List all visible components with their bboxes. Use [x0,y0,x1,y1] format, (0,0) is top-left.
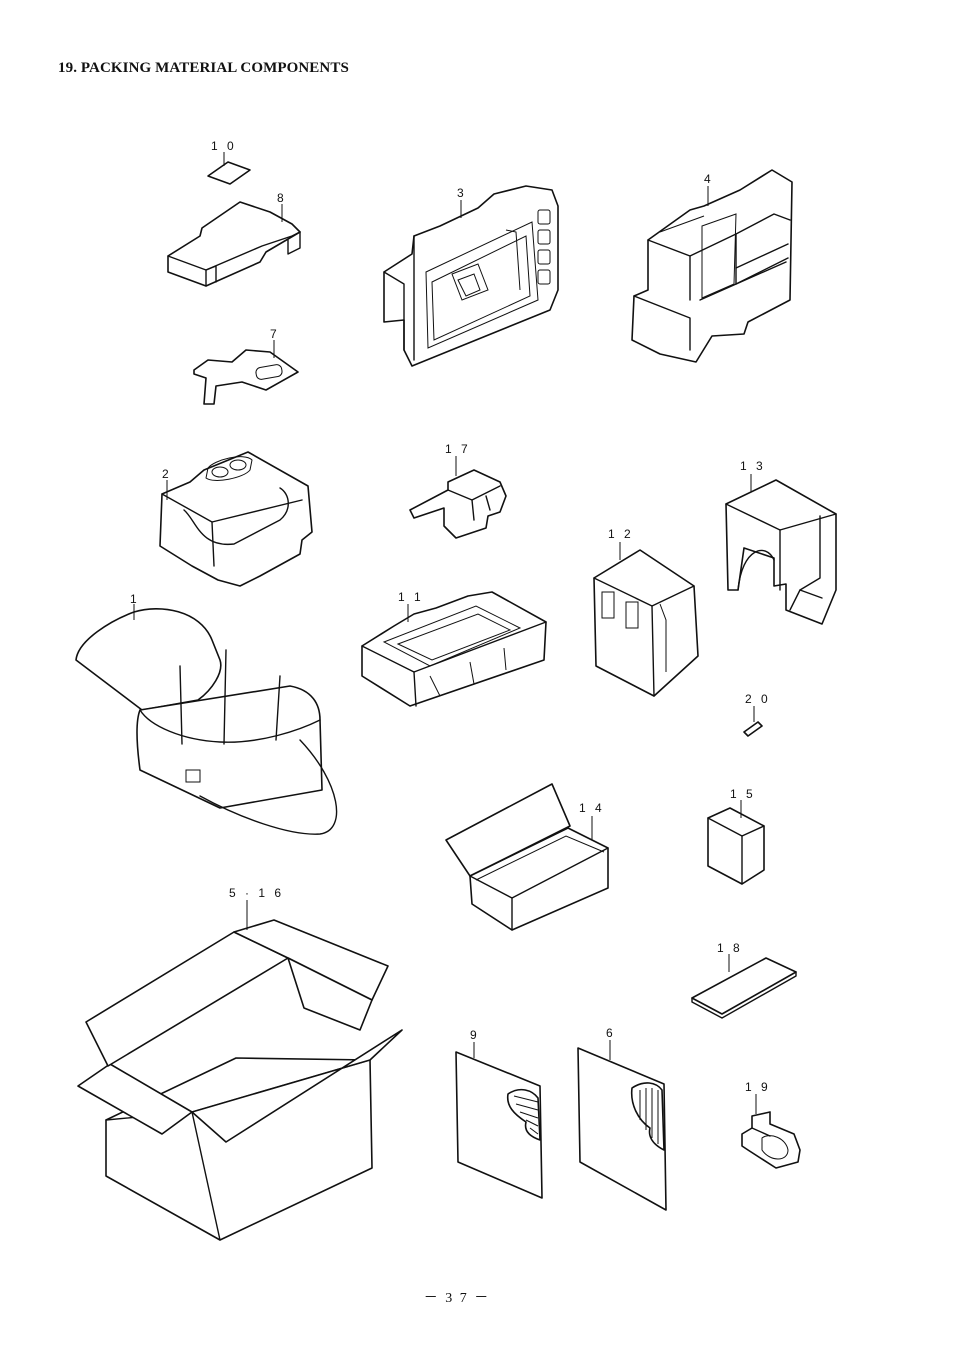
callout-13: 1 3 [740,459,766,473]
section-heading: 19. PACKING MATERIAL COMPONENTS [58,60,349,76]
part-11-tray-cushion: 1 1 [361,590,547,707]
callout-4: 4 [704,172,714,186]
part-9-corrugated-sheet: 9 [455,1028,543,1199]
part-20-small-clip: 2 0 [743,692,771,737]
part-6-corrugated-sheet: 6 [577,1026,667,1211]
part-13-arched-cushion: 1 3 [725,459,837,625]
callout-18: 1 8 [717,941,743,955]
callout-8: 8 [277,191,287,205]
callout-9: 9 [470,1028,480,1042]
part-7-flat-plate: 7 [193,327,299,405]
part-19-clip-block: 1 9 [741,1080,801,1169]
callout-3: 3 [457,186,467,200]
callout-1: 1 [130,592,140,606]
part-3-molded-cushion: 3 [383,185,559,367]
part-2-lower-cushion: 2 [159,451,313,587]
page-number: － 3 7 － [423,1291,491,1306]
callout-20: 2 0 [745,692,771,706]
callout-6: 6 [606,1026,616,1040]
part-5-16-shipping-carton: 5 · 1 6 [77,886,403,1241]
callout-19: 1 9 [745,1080,771,1094]
callout-2: 2 [162,467,172,481]
part-4-side-cushion: 4 [631,169,793,363]
part-18-flat-sheet: 1 8 [691,941,797,1019]
callout-7: 7 [270,327,280,341]
part-17-clamp-piece: 1 7 [409,442,507,539]
part-1-soft-cover: 1 [75,592,338,835]
callout-17: 1 7 [445,442,471,456]
callout-10: 1 0 [211,139,237,153]
part-10-pad: 1 0 [207,139,251,185]
callout-14: 1 4 [579,801,605,815]
callout-5-16: 5 · 1 6 [229,886,284,900]
callout-15: 1 5 [730,787,756,801]
part-8-top-cushion: 8 [167,191,301,287]
part-15-small-block: 1 5 [707,787,765,885]
part-14-small-carton: 1 4 [445,783,609,931]
part-12-block-cushion: 1 2 [593,527,699,697]
callout-12: 1 2 [608,527,634,541]
callout-11: 1 1 [398,590,424,604]
